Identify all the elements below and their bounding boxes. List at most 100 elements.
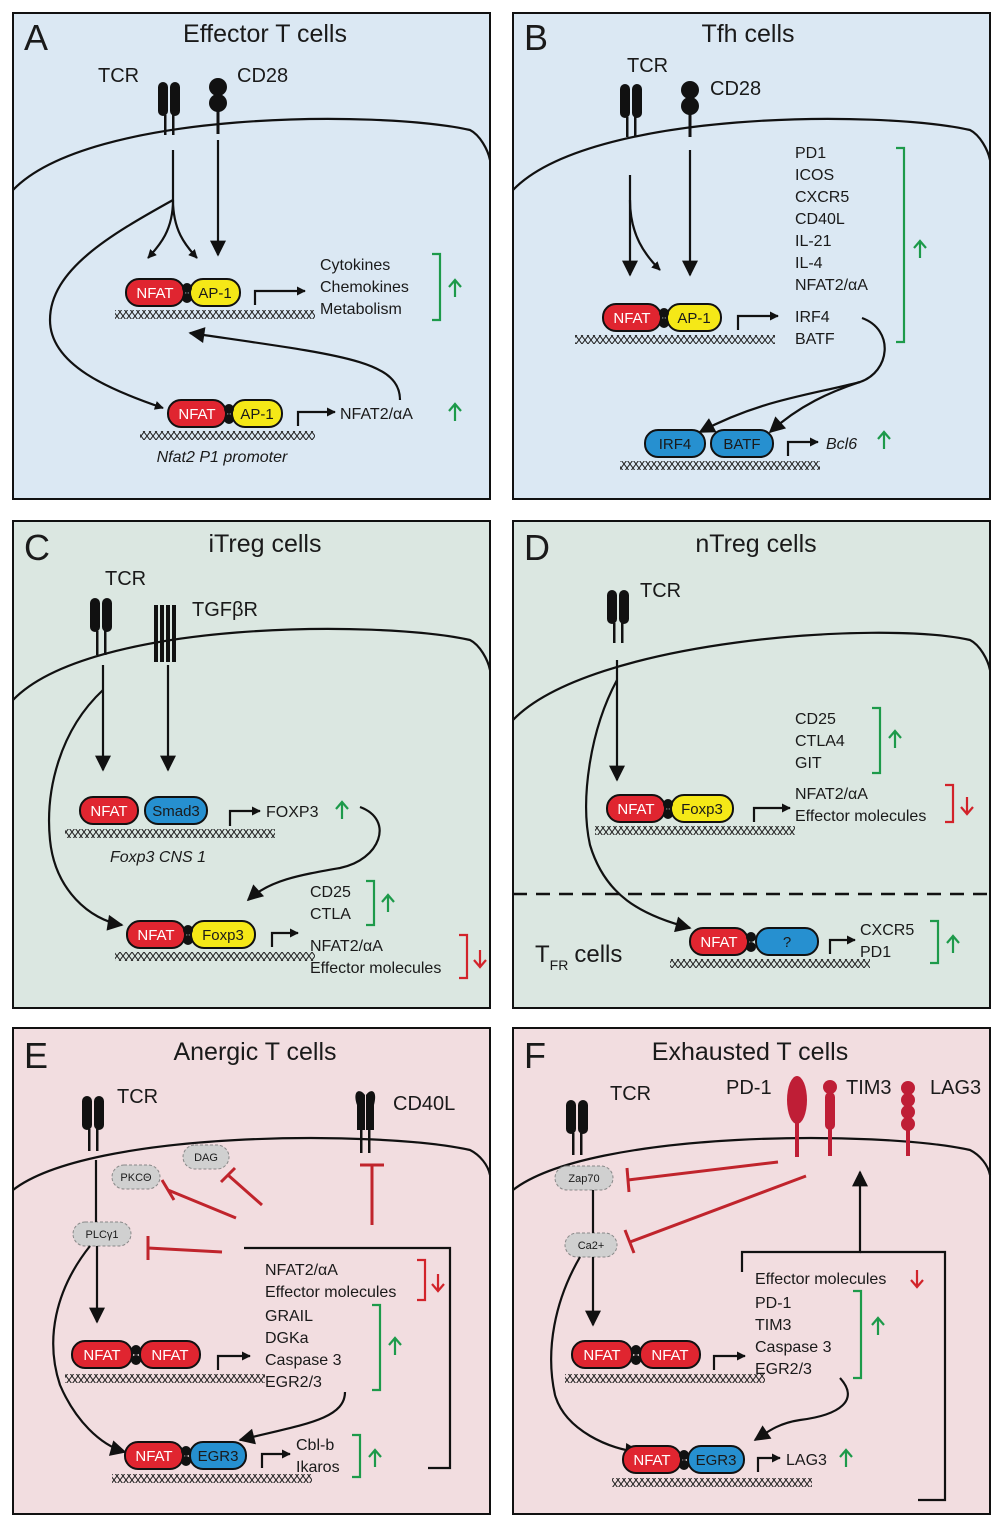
panel-c: C iTreg cells TCR TGFβR NFAT Smad3 FOXP3… — [12, 527, 492, 980]
tcr-receptor — [620, 84, 642, 137]
batf-label: BATF — [723, 436, 760, 453]
panel-b: B Tfh cells TCR CD28 NFAT AP-1 PD1 ICOS … — [512, 17, 992, 470]
smad3-label: Smad3 — [152, 803, 200, 820]
upregulation-arrow-icon — [448, 278, 462, 297]
panel-title: Effector T cells — [183, 20, 347, 48]
cd40l-label: CD40L — [393, 1093, 455, 1115]
target-gene: IRF4 — [795, 309, 830, 326]
tgfbr-receptor — [154, 605, 176, 662]
plc-gamma1-molecule: PLCγ1 — [85, 1229, 118, 1241]
target-gene: PD1 — [860, 944, 891, 961]
target-gene: IL-4 — [795, 255, 823, 272]
tcr-label: TCR — [105, 568, 146, 590]
tcr-label: TCR — [610, 1083, 651, 1105]
target-gene: NFAT2/αA — [310, 938, 383, 955]
target-gene: BATF — [795, 331, 835, 348]
egr3-label: EGR3 — [696, 1452, 737, 1469]
target-gene: Cbl-b — [296, 1437, 334, 1454]
cd28-receptor — [209, 78, 227, 134]
promoter-label: Foxp3 CNS 1 — [110, 849, 206, 866]
nfat-label: NFAT — [151, 1347, 188, 1364]
target-gene: Ikaros — [296, 1459, 340, 1476]
target-gene: IL-21 — [795, 233, 832, 250]
cell-membrane — [512, 1136, 992, 1191]
unknown-partner-label: ? — [783, 934, 791, 951]
nfat-factor — [125, 278, 185, 307]
target-gene: NFAT2/αA — [795, 786, 868, 803]
panel-title: Tfh cells — [701, 20, 794, 48]
pd1-label: PD-1 — [726, 1077, 772, 1099]
panel-e: E Anergic T cells TCR CD40L PKCΘ DAG PLC… — [12, 1035, 492, 1483]
panel-letter: B — [524, 17, 548, 58]
target-gene: NFAT2/αA — [265, 1262, 338, 1279]
panel-letter: D — [524, 527, 550, 568]
cd28-label: CD28 — [710, 78, 761, 100]
panel-letter: F — [524, 1035, 546, 1076]
downregulation-arrow-icon — [473, 950, 487, 969]
cd28-receptor — [681, 81, 699, 137]
target-gene: Effector molecules — [310, 960, 441, 977]
panel-title: nTreg cells — [695, 530, 816, 558]
panel-f: F Exhausted T cells TCR PD-1 TIM3 LAG — [512, 1035, 992, 1502]
calcium-molecule: Ca2+ — [578, 1240, 605, 1252]
tim3-label: TIM3 — [846, 1077, 892, 1099]
tcr-receptor — [566, 1100, 588, 1155]
target-gene: Caspase 3 — [755, 1339, 832, 1356]
target-gene: NFAT2/αA — [340, 406, 413, 423]
panel-b-background — [512, 12, 991, 500]
nfat-label: NFAT — [651, 1347, 688, 1364]
target-gene: PD1 — [795, 145, 826, 162]
tfh-target-genes: PD1 ICOS CXCR5 CD40L IL-21 IL-4 NFAT2/αA… — [795, 145, 868, 348]
tcr-label: TCR — [627, 55, 668, 77]
panel-d: D nTreg cells TCR CD25 CTLA4 GIT NFAT Fo… — [512, 527, 992, 973]
target-gene: Bcl6 — [826, 436, 857, 453]
cell-membrane — [512, 631, 992, 721]
ap1-factor — [189, 278, 241, 307]
irf4-label: IRF4 — [659, 436, 692, 453]
cell-membrane — [512, 117, 992, 191]
nfat-label: NFAT — [178, 406, 215, 423]
panel-title: Anergic T cells — [173, 1038, 336, 1066]
target-gene: NFAT2/αA — [795, 277, 868, 294]
tcr-receptor — [607, 590, 629, 643]
foxp3-label: Foxp3 — [681, 801, 723, 818]
target-gene: EGR2/3 — [755, 1361, 812, 1378]
cd40l-receptor — [355, 1091, 376, 1153]
cell-membrane — [12, 117, 492, 191]
target-gene: CD40L — [795, 211, 845, 228]
target-gene: CD25 — [310, 884, 351, 901]
upregulation-arrow-icon — [913, 239, 927, 258]
target-gene: Metabolism — [320, 301, 402, 318]
target-gene: FOXP3 — [266, 804, 319, 821]
nfat-label: NFAT — [90, 803, 127, 820]
tcr-receptor — [82, 1096, 104, 1151]
target-gene: Chemokines — [320, 279, 409, 296]
target-gene: Cytokines — [320, 257, 390, 274]
target-gene: LAG3 — [786, 1452, 827, 1469]
target-gene: CTLA4 — [795, 733, 845, 750]
target-gene: Effector molecules — [795, 808, 926, 825]
target-gene: ICOS — [795, 167, 834, 184]
target-gene: Effector molecules — [755, 1271, 886, 1288]
pd1-receptor — [787, 1076, 807, 1157]
target-gene: EGR2/3 — [265, 1374, 322, 1391]
panel-letter: E — [24, 1035, 48, 1076]
nfat-label: NFAT — [136, 285, 173, 302]
nfat-label: NFAT — [633, 1452, 670, 1469]
ap1-label: AP-1 — [677, 310, 710, 327]
nfat-label: NFAT — [135, 1448, 172, 1465]
nfat-label: NFAT — [137, 927, 174, 944]
panel-title: Exhausted T cells — [652, 1038, 848, 1066]
pkc-theta-molecule: PKCΘ — [120, 1172, 152, 1184]
target-gene: GIT — [795, 755, 822, 772]
ap1-label: AP-1 — [198, 285, 231, 302]
target-gene: DGKa — [265, 1330, 309, 1347]
lag3-label: LAG3 — [930, 1077, 981, 1099]
tcr-label: TCR — [640, 580, 681, 602]
cell-membrane — [12, 627, 492, 701]
ap1-label: AP-1 — [240, 406, 273, 423]
egr3-label: EGR3 — [198, 1448, 239, 1465]
panel-d-background — [512, 520, 991, 1009]
